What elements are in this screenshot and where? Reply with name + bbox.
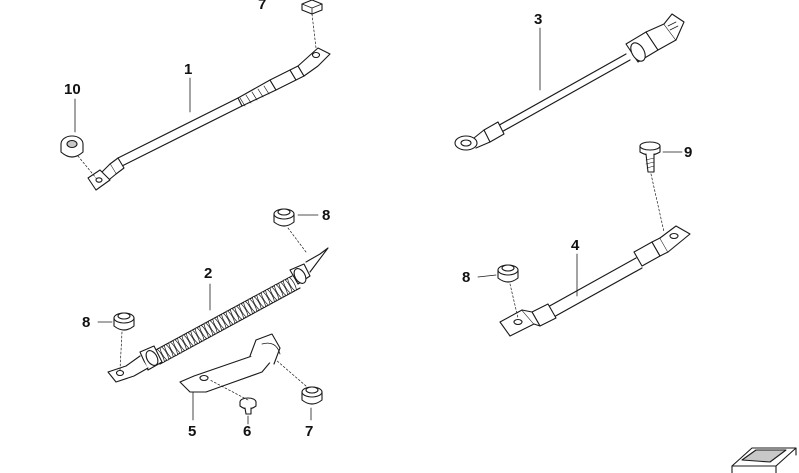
callout-2: 2 (204, 265, 213, 282)
corrugation-rib (225, 310, 236, 325)
nut-part-7-top[interactable] (302, 0, 322, 48)
callout-10: 10 (64, 81, 81, 98)
corrugation-rib (264, 288, 275, 303)
callout-9: 9 (684, 144, 693, 161)
corrugation-rib (159, 346, 170, 361)
corrugation-rib (242, 300, 253, 315)
corrugation-rib (220, 312, 231, 327)
nut-part-7-bottom[interactable] (276, 360, 322, 420)
callout-8-left: 8 (82, 314, 91, 331)
callout-1: 1 (184, 61, 193, 78)
corrugation-rib (190, 329, 201, 344)
rubber-grommet-part-10[interactable] (61, 99, 96, 178)
callout-6: 6 (243, 423, 252, 440)
corrugation-rib (216, 315, 227, 330)
callout-7-top: 7 (258, 0, 267, 13)
corrugation-rib (198, 324, 209, 339)
corrugation-rib (282, 279, 293, 294)
corrugation-rib (203, 322, 214, 337)
corrugation-rib (229, 308, 240, 323)
corrugation-rib (238, 303, 249, 318)
callout-7-bottom: 7 (305, 423, 314, 440)
corrugation-rib (168, 341, 179, 356)
callout-5: 5 (188, 423, 197, 440)
bolt-part-9[interactable] (640, 142, 682, 232)
ground-strap-part-2[interactable] (108, 248, 328, 382)
corrugation-rib (181, 334, 192, 349)
ground-strap-part-1[interactable] (88, 48, 330, 190)
corrugation-rib (247, 298, 258, 313)
corrugation-rib (212, 317, 223, 332)
callout-4: 4 (571, 237, 580, 254)
corrugation-rib (172, 339, 183, 354)
corrugation-rib (273, 284, 284, 299)
nut-part-8-upper[interactable] (274, 209, 318, 252)
corrugation-rib (256, 293, 267, 308)
corrugation-rib (260, 291, 271, 306)
corrugation-rib (163, 344, 174, 359)
corrugation-rib (286, 276, 297, 291)
corrugation-rib (194, 327, 205, 342)
callout-8-upper: 8 (322, 207, 331, 224)
corrugation-rib (207, 320, 218, 335)
corrugation-rib (269, 286, 280, 301)
nut-part-8-right[interactable] (478, 265, 518, 318)
corrugation-rib (185, 332, 196, 347)
bracket-part-5[interactable] (180, 334, 280, 420)
bolt-part-6[interactable] (210, 380, 256, 424)
callout-3: 3 (534, 11, 543, 28)
ground-strap-part-4[interactable] (500, 226, 690, 336)
callout-8-right: 8 (462, 269, 471, 286)
catalog-symbol-icon (731, 447, 797, 473)
corrugation-rib (234, 305, 245, 320)
corrugation-rib (176, 336, 187, 351)
nut-part-8-left[interactable] (98, 313, 134, 370)
ground-cable-part-3[interactable] (455, 14, 684, 150)
corrugation-rib (278, 281, 289, 296)
corrugation-rib (251, 296, 262, 311)
